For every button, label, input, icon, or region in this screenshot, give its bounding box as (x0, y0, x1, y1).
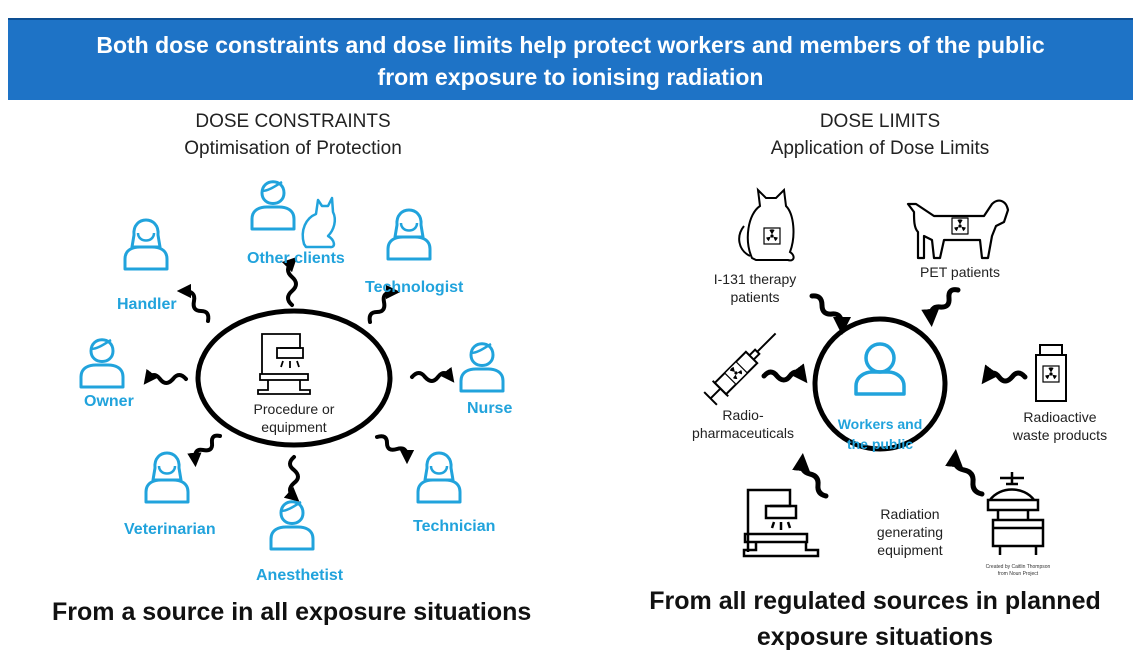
label-anesthetist: Anesthetist (256, 567, 344, 584)
treatment-table-icon (986, 472, 1045, 555)
arrow-from-waste-products (981, 364, 1028, 385)
arrow-to-veterinarian (187, 433, 222, 468)
veterinarian-icon (144, 451, 190, 504)
label-waste-products: Radioactive waste products (1000, 408, 1120, 444)
waste-container-icon (1035, 344, 1067, 402)
label-handler: Handler (117, 296, 177, 313)
arrow-from-treatment-table (945, 449, 985, 497)
arrow-from-i131-patients (809, 293, 851, 335)
label-radiopharmaceuticals: Radio- pharmaceuticals (678, 406, 808, 442)
waste-line-1: Radioactive (1023, 409, 1097, 425)
right-footer: From all regulated sources in planned ex… (630, 583, 1120, 655)
arrow-from-radiation-equipment (792, 453, 829, 499)
procedure-label-line-2: equipment (261, 419, 327, 435)
label-other-clients: Other clients (247, 250, 345, 267)
title-banner: Both dose constraints and dose limits he… (8, 18, 1133, 100)
application-subtitle: Application of Dose Limits (770, 138, 990, 159)
right-footer-line-2: exposure situations (756, 623, 994, 651)
right-footer-line-1: From all regulated sources in planned (649, 587, 1101, 615)
workers-label-line-2: the public (846, 436, 914, 452)
workers-public-label: Workers and the public (820, 414, 940, 454)
arrow-to-handler (176, 283, 211, 323)
label-i131-patients: I-131 therapy patients (700, 270, 810, 306)
dose-constraints-title: DOSE CONSTRAINTS (195, 111, 391, 132)
syringe-icon (703, 332, 777, 406)
procedure-label: Procedure or equipment (234, 400, 354, 436)
workers-public-circle (812, 316, 948, 452)
label-veterinarian: Veterinarian (124, 521, 216, 538)
arrow-to-nurse (410, 366, 455, 383)
anesthetist-icon (269, 500, 315, 551)
left-heading: DOSE CONSTRAINTS Optimisation of Protect… (158, 108, 428, 162)
owner-icon (79, 338, 125, 389)
radiopharm-line-2: pharmaceuticals (692, 425, 794, 441)
dog-patient-icon (906, 199, 1010, 260)
arrow-from-pet-patients (921, 287, 961, 327)
arrow-from-radiopharmaceuticals (761, 363, 808, 384)
other-clients-icon (250, 180, 337, 249)
nurse-icon (459, 342, 505, 393)
handler-icon (123, 218, 169, 271)
procedure-label-line-1: Procedure or (253, 401, 335, 417)
i131-line-2: patients (730, 289, 780, 305)
radiation-line-2: generating (876, 524, 944, 540)
icon-credit-line-1: Created by Caitlin Thompson (986, 564, 1051, 570)
left-footer: From a source in all exposure situations (52, 598, 532, 626)
label-pet-patients: PET patients (920, 264, 1000, 280)
technician-icon (416, 451, 462, 504)
procedure-equipment-icon (257, 333, 311, 395)
icon-credit-line-2: from Noun Project (998, 571, 1039, 577)
label-technologist: Technologist (365, 279, 464, 296)
arrow-to-owner (143, 368, 188, 385)
arrow-to-anesthetist (283, 455, 300, 502)
waste-line-2: waste products (1012, 427, 1108, 443)
radiopharm-line-1: Radio- (722, 407, 764, 423)
radiation-line-1: Radiation (880, 506, 940, 522)
label-technician: Technician (413, 518, 496, 535)
dose-limits-title: DOSE LIMITS (819, 111, 941, 132)
cat-patient-icon (738, 187, 795, 262)
technologist-icon (386, 208, 432, 261)
workers-icon (854, 342, 906, 396)
arrow-to-other-clients (281, 256, 298, 307)
label-owner: Owner (84, 393, 134, 410)
banner-line-1: Both dose constraints and dose limits he… (96, 32, 1045, 58)
arrow-to-technologist (367, 284, 401, 324)
i131-line-1: I-131 therapy (713, 271, 797, 287)
banner-line-2: from exposure to ionising radiation (377, 64, 764, 90)
label-radiation-equipment: Radiation generating equipment (850, 505, 970, 559)
procedure-ellipse (195, 308, 393, 448)
right-heading: DOSE LIMITS Application of Dose Limits (745, 108, 1015, 162)
arrow-to-technician (375, 434, 415, 465)
workers-label-line-1: Workers and (837, 416, 923, 432)
label-nurse: Nurse (467, 400, 513, 417)
radiation-machine-icon (742, 488, 820, 558)
optimisation-subtitle: Optimisation of Protection (184, 138, 402, 159)
radiation-line-3: equipment (877, 542, 943, 558)
